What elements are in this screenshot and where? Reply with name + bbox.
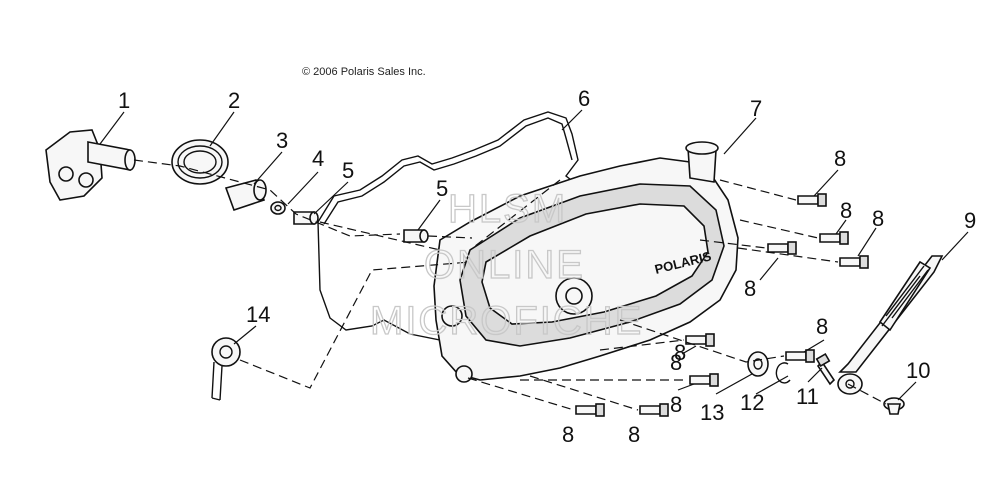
callout-8: 8 — [872, 206, 884, 231]
lever-bolt — [815, 352, 836, 386]
callout-5: 5 — [436, 176, 448, 201]
callout-9: 9 — [964, 208, 976, 233]
callout-8: 8 — [670, 350, 682, 375]
svg-text:MICROFICHE: MICROFICHE — [370, 299, 643, 343]
dowel-pin-b — [403, 229, 429, 243]
callout-13: 13 — [700, 400, 724, 425]
callout-10: 10 — [906, 358, 930, 383]
callout-3: 3 — [276, 128, 288, 153]
bolt — [575, 403, 605, 417]
bolt — [839, 255, 869, 269]
callout-4: 4 — [312, 146, 324, 171]
callout-14: 14 — [246, 302, 270, 327]
o-ring — [270, 201, 286, 215]
callout-8: 8 — [834, 146, 846, 171]
bolt — [639, 403, 669, 417]
callout-2: 2 — [228, 88, 240, 113]
callout-8: 8 — [840, 198, 852, 223]
callout-12: 12 — [740, 390, 764, 415]
callout-11: 11 — [796, 384, 819, 409]
gasket — [317, 111, 612, 341]
bolt — [767, 241, 797, 255]
svg-text:HLSM: HLSM — [448, 187, 567, 231]
bolt — [797, 193, 827, 207]
copyright-text: © 2006 Polaris Sales Inc. — [302, 66, 426, 78]
callout-6: 6 — [578, 86, 590, 111]
callout-1: 1 — [118, 88, 130, 113]
callout-8: 8 — [674, 340, 686, 365]
dowel-pin-a — [293, 211, 319, 225]
callout-7: 7 — [750, 96, 762, 121]
svg-text:ONLINE: ONLINE — [424, 243, 585, 287]
drive-gear — [211, 337, 241, 401]
bushing — [224, 179, 267, 212]
gear-shaft — [45, 129, 136, 201]
callout-8: 8 — [816, 314, 828, 339]
bolt — [685, 333, 715, 347]
snap-ring — [775, 362, 791, 384]
washer — [747, 351, 769, 377]
bolt — [785, 349, 815, 363]
callout-8: 8 — [744, 276, 756, 301]
kick-start-lever — [837, 255, 944, 395]
callout-5: 5 — [342, 158, 354, 183]
lever-cap — [883, 397, 905, 415]
callout-8: 8 — [628, 422, 640, 447]
callout-8: 8 — [562, 422, 574, 447]
spring — [171, 139, 229, 185]
bolt — [819, 231, 849, 245]
callout-8: 8 — [670, 392, 682, 417]
bolt — [689, 373, 719, 387]
watermark: HLSM ONLINE MICROFICHE — [369, 186, 643, 343]
